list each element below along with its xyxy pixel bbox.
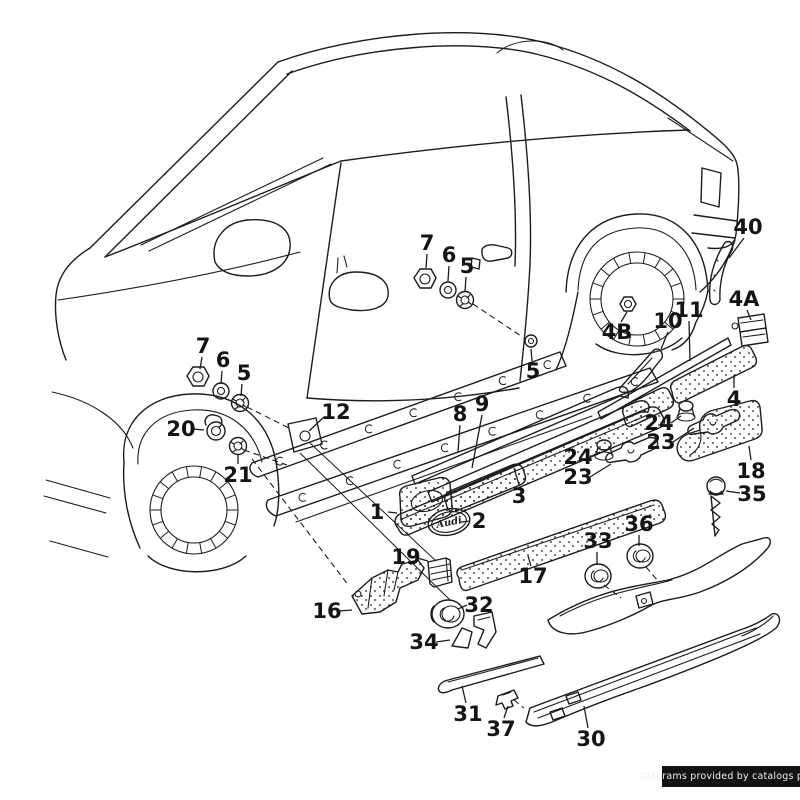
part-32-grommet [430,599,465,629]
part-24-grommet-right [676,400,696,422]
callout-32: 32 [464,593,493,617]
part-2-audi-badge: Audi [427,507,471,537]
callout-16: 16 [312,599,341,623]
part-31-strip [437,655,545,694]
credits-bar: Diagrams provided by catalogs parts [640,766,800,787]
callout-4B: 4B [602,320,633,344]
part-23-clip-left [605,436,659,464]
callout-7: 7 [420,231,435,255]
callout-24: 24 [644,411,673,435]
part-12-clip-plate [287,417,323,453]
part-34-bracket [451,611,497,649]
fastener-washer-6-top [439,281,457,299]
door-mark [336,255,348,274]
door-handle [470,244,513,270]
callout-5: 5 [460,254,475,278]
callout-34: 34 [409,630,438,654]
callout-23: 23 [563,465,592,489]
callout-6: 6 [442,243,457,267]
part-10-channel [618,348,664,394]
callout-33: 33 [583,529,612,553]
callout-19: 19 [391,545,420,569]
callout-30: 30 [576,727,605,751]
part-37-clip [495,689,519,710]
callout-18: 18 [736,459,765,483]
callout-24: 24 [563,445,592,469]
fastener-grommet-20 [204,414,226,441]
callout-5: 5 [526,359,541,383]
callout-40: 40 [733,215,762,239]
callout-4: 4 [727,387,742,411]
callout-23: 23 [646,430,675,454]
fastener-nut-7-top [413,268,437,289]
leader-lines [192,237,752,729]
part-36-grommet [626,543,654,569]
sill-carrier-rail [547,536,771,635]
wheel-and-hole-details [150,252,684,554]
callout-31: 31 [453,702,482,726]
assembly-lines [299,442,451,601]
callout-20: 20 [166,417,195,441]
callout-37: 37 [486,717,515,741]
fastener-washer-5-left [230,393,250,413]
part-11-strip [597,337,732,420]
part-35-screw [706,476,726,537]
fastener-washer-5-door [524,334,538,348]
part-16-bracket [351,559,425,615]
part-4-molding [621,344,758,428]
fastener-nut-7-left [186,366,210,387]
callout-36: 36 [624,512,653,536]
audi-badge-text: Audi [434,515,463,531]
callout-17: 17 [518,564,547,588]
fastener-washer-5-top [455,290,475,310]
callout-9: 9 [475,392,490,416]
part-33-grommet [584,563,612,589]
callout-21: 21 [223,463,252,487]
callout-10: 10 [653,309,682,333]
callout-4A: 4A [729,287,761,311]
callout-11: 11 [674,298,703,322]
fastener-nut-4B [619,296,637,312]
callout-35: 35 [737,482,766,506]
fastener-washer-21 [228,436,248,456]
part-4A-clip [731,313,769,347]
part-23-clip-right [687,408,741,436]
part-30-sill-molding [525,613,781,727]
callout-5: 5 [237,361,252,385]
dash-dot-lines [243,303,659,709]
callout-1: 1 [370,500,385,524]
callout-8: 8 [453,402,468,426]
part-19-clip [427,557,453,588]
callout-7: 7 [196,334,211,358]
car-body-artwork [43,32,740,573]
callout-3: 3 [512,484,527,508]
callout-12: 12 [321,400,350,424]
part-1-end-cap [398,476,453,528]
part-8-strip [411,386,630,485]
callout-2: 2 [472,509,487,533]
part-40-arch-trim [708,240,734,306]
callout-6: 6 [216,348,231,372]
part-17-molding [456,499,667,592]
